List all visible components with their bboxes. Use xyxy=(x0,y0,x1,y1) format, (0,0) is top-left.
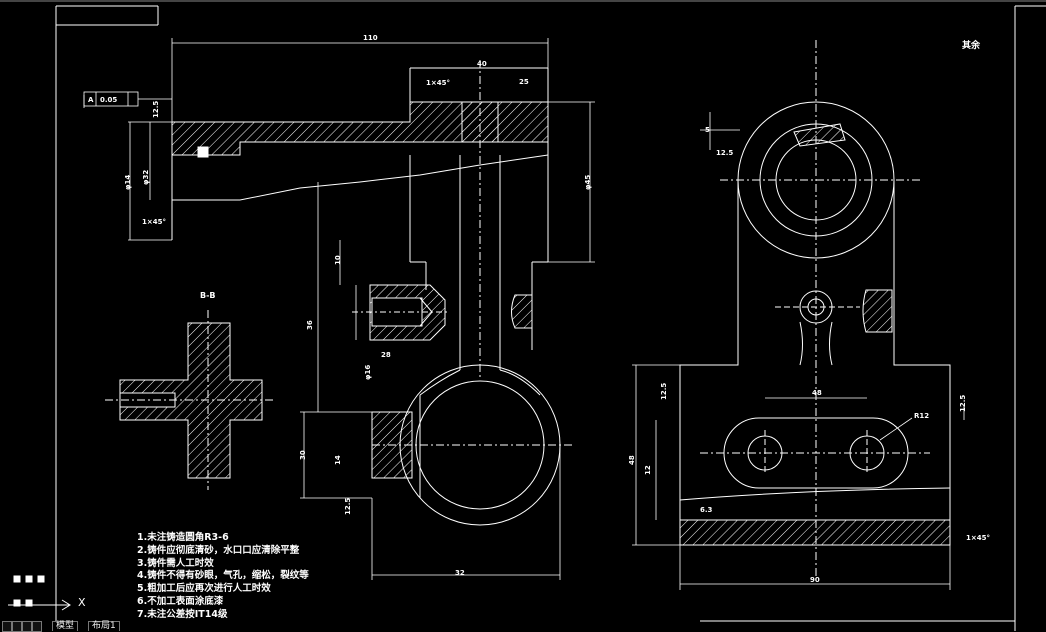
svg-text:14: 14 xyxy=(334,455,342,465)
small-marker xyxy=(197,146,209,158)
svg-text:1×45°: 1×45° xyxy=(966,534,990,542)
svg-text:90: 90 xyxy=(810,576,820,584)
svg-text:12.5: 12.5 xyxy=(152,101,160,118)
tab-model[interactable]: 模型 xyxy=(52,621,79,631)
svg-text:36: 36 xyxy=(306,320,314,330)
svg-text:12.5: 12.5 xyxy=(716,149,733,157)
first-tab-button[interactable] xyxy=(2,621,12,632)
main-view-dimension-texts: 110 40 φ45 φ14 φ32 0.05 A 1×45° 30 32 28… xyxy=(88,34,592,577)
note-line: 5.粗加工后应再次进行人工时效 xyxy=(137,583,271,595)
next-tab-button[interactable] xyxy=(22,621,32,632)
ucs-x-label: X xyxy=(78,596,86,609)
svg-text:5: 5 xyxy=(705,126,710,134)
svg-text:0.05: 0.05 xyxy=(100,96,117,104)
svg-text:12.5: 12.5 xyxy=(660,383,668,400)
svg-text:10: 10 xyxy=(334,255,342,265)
right-view-dimensions xyxy=(632,112,965,590)
ucs-icon xyxy=(8,575,71,611)
svg-text:φ14: φ14 xyxy=(124,175,132,190)
svg-text:12.5: 12.5 xyxy=(344,498,352,515)
surface-finish-note: 其余 xyxy=(962,41,981,51)
main-view-dimensions xyxy=(83,38,595,580)
svg-text:48: 48 xyxy=(812,389,822,397)
last-tab-button[interactable] xyxy=(32,621,42,632)
svg-text:1×45°: 1×45° xyxy=(426,79,450,87)
main-view-arm xyxy=(171,60,575,526)
svg-text:A: A xyxy=(88,96,94,104)
svg-text:28: 28 xyxy=(381,351,391,359)
note-line: 1.未注铸造圆角R3-6 xyxy=(137,532,229,543)
svg-text:32: 32 xyxy=(455,569,465,577)
note-line: 7.未注公差按IT14级 xyxy=(137,608,228,620)
layout-tabs: 模型 布局1 xyxy=(0,621,200,632)
prev-tab-button[interactable] xyxy=(12,621,22,632)
svg-text:25: 25 xyxy=(519,78,529,86)
right-view xyxy=(679,40,951,580)
svg-text:φ16: φ16 xyxy=(364,365,372,380)
note-line: 3.铸件需人工时效 xyxy=(137,557,214,569)
svg-text:48: 48 xyxy=(628,455,636,465)
svg-text:φ45: φ45 xyxy=(584,175,592,190)
technical-requirements: 1.未注铸造圆角R3-6 2.铸件应彻底清砂，水口口应清除平整 3.铸件需人工时… xyxy=(137,532,309,622)
svg-text:30: 30 xyxy=(299,450,307,460)
svg-text:1×45°: 1×45° xyxy=(142,218,166,226)
svg-text:110: 110 xyxy=(363,34,378,42)
tab-layout1[interactable]: 布局1 xyxy=(88,621,120,631)
section-bb-cross xyxy=(105,310,275,490)
note-line: 2.铸件应彻底清砂，水口口应清除平整 xyxy=(137,544,300,556)
right-view-dimension-texts: 90 48 12 48 R12 6.3 1×45° 12.5 12.5 12.5… xyxy=(628,126,990,584)
note-line: 6.不加工表面涂底漆 xyxy=(137,595,224,607)
svg-text:40: 40 xyxy=(477,60,487,68)
svg-text:12.5: 12.5 xyxy=(959,395,967,412)
svg-text:φ32: φ32 xyxy=(142,170,150,185)
note-line: 4.铸件不得有砂眼，气孔，缩松，裂纹等 xyxy=(137,570,309,582)
svg-text:R12: R12 xyxy=(914,412,929,420)
section-view-label: B-B xyxy=(200,291,216,300)
svg-text:6.3: 6.3 xyxy=(700,506,713,514)
svg-text:12: 12 xyxy=(644,465,652,475)
